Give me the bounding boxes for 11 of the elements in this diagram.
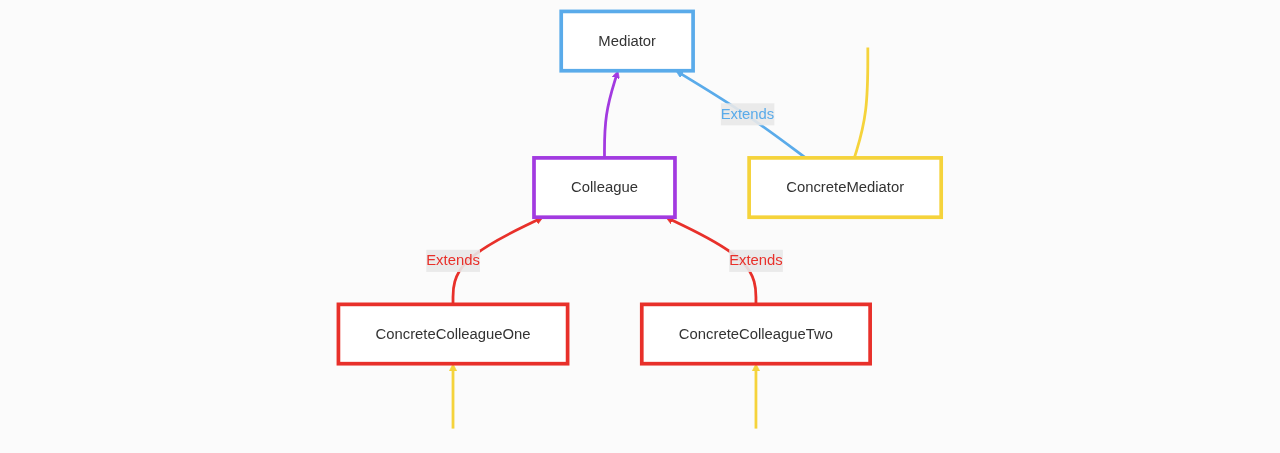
edge-label: Extends [720,105,775,122]
node-box: ConcreteMediator [747,156,944,220]
arrow [752,363,761,429]
node-box: Colleague [532,156,677,220]
edge-label: Extends [426,252,480,269]
node-box: ConcreteColleagueTwo [640,302,873,366]
arrow [603,70,620,158]
node-box: ConcreteColleagueOne [336,302,570,366]
arrow [449,363,458,429]
node-box: Mediator [559,9,696,73]
edge-label: Extends [729,252,783,269]
